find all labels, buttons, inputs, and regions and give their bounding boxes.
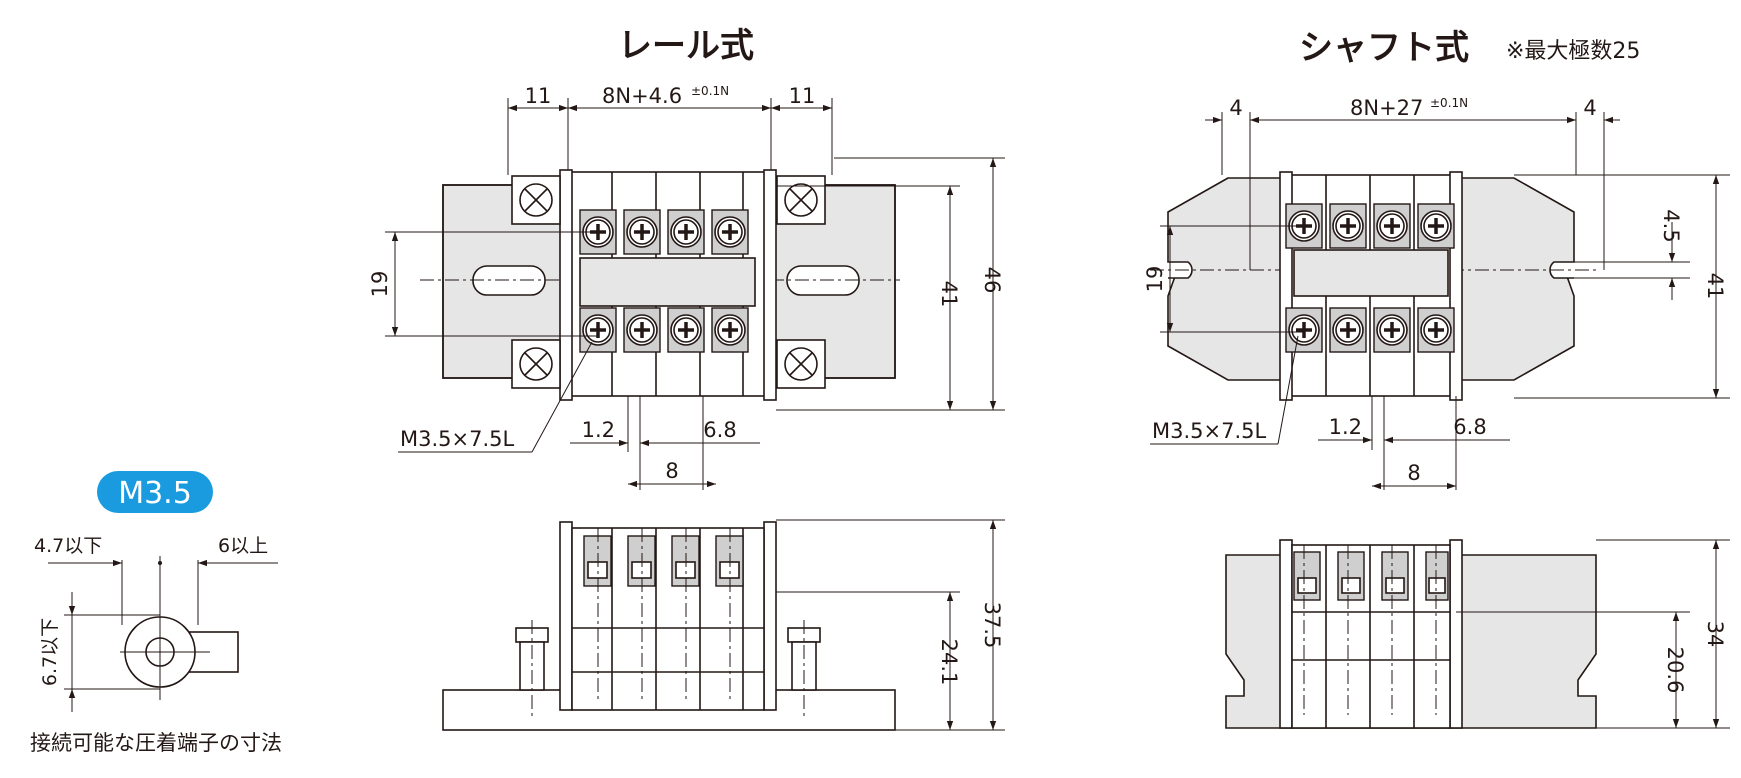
rail-side-view <box>442 521 896 731</box>
shaft-dim-41: 41 <box>1703 273 1727 300</box>
rail-dim-11-right: 11 <box>789 84 816 108</box>
rail-dim-8: 8 <box>665 459 678 483</box>
rail-top-dimensions: 11 8N+4.6 ±0.1N 11 19 41 46 M3.5×7.5L 1.… <box>368 84 1005 490</box>
terminal-badge: M3.5 <box>97 471 213 513</box>
terminal-caption: 接続可能な圧着端子の寸法 <box>30 731 282 755</box>
terminal-badge-label: M3.5 <box>118 476 192 511</box>
rail-screw-label: M3.5×7.5L <box>400 427 515 451</box>
shaft-dim-4-right: 4 <box>1583 96 1596 120</box>
terminal-dim-width: 6以上 <box>218 535 268 557</box>
shaft-dim-34: 34 <box>1703 621 1727 648</box>
rail-title: レール式 <box>618 26 754 66</box>
shaft-dim-pitch-tolerance: ±0.1N <box>1430 96 1468 110</box>
shaft-dim-pitch: 8N+27 <box>1350 96 1423 120</box>
shaft-dim-4-left: 4 <box>1229 96 1242 120</box>
shaft-dim-20-6: 20.6 <box>1663 647 1687 694</box>
rail-dim-37-5: 37.5 <box>980 602 1004 649</box>
shaft-top-dimensions: 4 8N+27 ±0.1N 4 19 4.5 41 M3.5×7.5L 1.2 … <box>1143 96 1730 490</box>
shaft-max-poles-note: ※最大極数25 <box>1506 39 1640 64</box>
rail-dim-1-2: 1.2 <box>582 418 615 442</box>
terminal-dim-hole: 4.7以下 <box>34 535 102 557</box>
shaft-top-view <box>1150 171 1600 401</box>
shaft-screw-label: M3.5×7.5L <box>1152 419 1267 443</box>
shaft-side-view <box>1225 539 1597 729</box>
shaft-dim-6-8: 6.8 <box>1453 415 1486 439</box>
shaft-dim-19: 19 <box>1143 266 1167 293</box>
shaft-side-dimensions: 20.6 34 <box>1456 539 1730 729</box>
shaft-dim-8: 8 <box>1407 461 1420 485</box>
shaft-dim-4-5: 4.5 <box>1659 209 1683 242</box>
rail-dim-pitch-tolerance: ±0.1N <box>691 84 729 98</box>
rail-side-dimensions: 24.1 37.5 <box>776 519 1005 731</box>
rail-top-view <box>420 169 900 401</box>
rail-dim-11-left: 11 <box>525 84 552 108</box>
terminal-dim-height: 6.7以下 <box>39 618 61 686</box>
rail-dim-24-1: 24.1 <box>937 639 961 686</box>
shaft-title: シャフト式 <box>1299 28 1469 68</box>
shaft-dim-1-2: 1.2 <box>1329 415 1362 439</box>
rail-dim-pitch: 8N+4.6 <box>602 84 682 108</box>
rail-dim-6-8: 6.8 <box>703 418 736 442</box>
rail-dim-41: 41 <box>937 281 961 308</box>
rail-dim-19: 19 <box>368 271 392 298</box>
rail-dim-46: 46 <box>980 267 1004 294</box>
crimp-terminal-drawing: 4.7以下 6以上 6.7以下 <box>34 535 278 712</box>
